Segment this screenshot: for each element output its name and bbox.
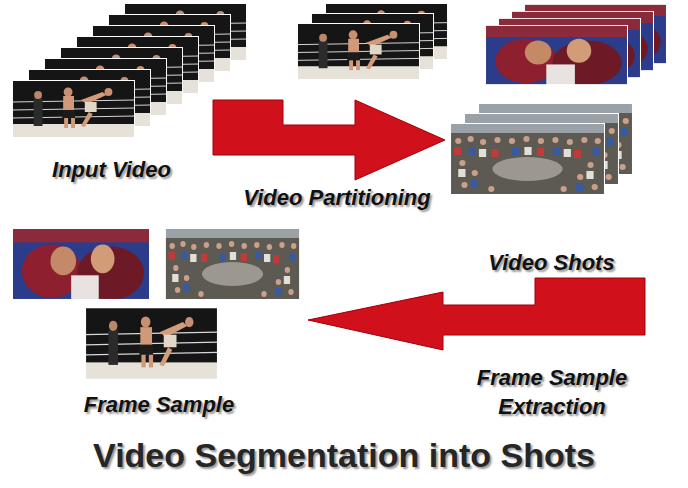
group-caption: Input Video (10, 157, 213, 183)
block-arrow (213, 100, 445, 180)
photo-group: Video Shots (445, 95, 658, 278)
edge-label: Frame Sample Extraction (447, 364, 657, 421)
block-arrow (308, 278, 645, 350)
edge-label: Video Partitioning (243, 184, 430, 213)
photo-group: Frame Sample (10, 225, 308, 420)
diagram-title: Video Segmentation into Shots (0, 436, 688, 475)
group-caption: Frame Sample (10, 392, 308, 418)
photo-group: Input Video (10, 0, 213, 185)
group-caption: Video Shots (445, 250, 658, 276)
